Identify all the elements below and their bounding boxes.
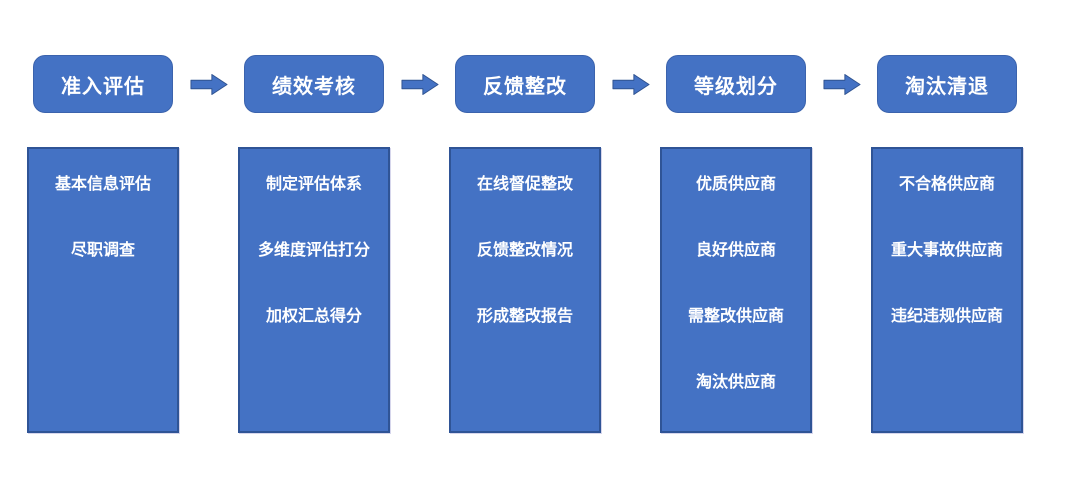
stage-title: 淘汰清退 — [905, 75, 989, 98]
stage-title: 反馈整改 — [483, 75, 567, 98]
stage-item: 基本信息评估 — [54, 176, 151, 193]
stage-item: 多维度评估打分 — [257, 242, 370, 259]
stage-item: 形成整改报告 — [476, 308, 573, 325]
stage-item: 良好供应商 — [695, 242, 776, 259]
stage-item: 优质供应商 — [695, 176, 776, 193]
stage-title: 等级划分 — [694, 75, 778, 98]
right-block-arrow-icon — [400, 73, 439, 95]
stage-item: 在线督促整改 — [476, 176, 573, 193]
flow-arrow-cell — [179, 55, 238, 113]
stage-item: 违纪违规供应商 — [890, 308, 1003, 325]
stage-title-box[interactable]: 绩效考核 — [244, 55, 384, 113]
stage-detail-box: 基本信息评估尽职调查 — [27, 147, 179, 433]
stage-item: 重大事故供应商 — [890, 242, 1003, 259]
flow-arrow-cell — [601, 55, 660, 113]
stage-item: 制定评估体系 — [265, 176, 362, 193]
right-block-arrow-icon — [189, 73, 228, 95]
flow-stage: 等级划分 优质供应商良好供应商需整改供应商淘汰供应商 — [660, 55, 812, 433]
flow-arrow-cell — [390, 55, 449, 113]
stage-title-box[interactable]: 等级划分 — [666, 55, 806, 113]
stage-title: 绩效考核 — [272, 75, 356, 98]
stage-item: 尽职调查 — [70, 242, 135, 259]
right-block-arrow-icon — [611, 73, 650, 95]
stage-detail-box: 优质供应商良好供应商需整改供应商淘汰供应商 — [660, 147, 812, 433]
stage-title: 准入评估 — [61, 75, 145, 98]
stage-item: 反馈整改情况 — [476, 242, 573, 259]
flow-stage: 淘汰清退 不合格供应商重大事故供应商违纪违规供应商 — [871, 55, 1023, 433]
stage-item: 不合格供应商 — [898, 176, 995, 193]
flow-stage: 反馈整改 在线督促整改反馈整改情况形成整改报告 — [449, 55, 601, 433]
stage-title-box[interactable]: 淘汰清退 — [877, 55, 1017, 113]
flow-arrow-cell — [812, 55, 871, 113]
stage-item: 需整改供应商 — [687, 308, 784, 325]
stage-detail-box: 制定评估体系多维度评估打分加权汇总得分 — [238, 147, 390, 433]
stage-item: 淘汰供应商 — [695, 374, 776, 391]
stage-detail-box: 在线督促整改反馈整改情况形成整改报告 — [449, 147, 601, 433]
supplier-lifecycle-flowchart: 准入评估 基本信息评估尽职调查 绩效考核 制定评估体系多维度评估打分加权汇总得分… — [27, 55, 1023, 433]
stage-item: 加权汇总得分 — [265, 308, 362, 325]
right-block-arrow-icon — [822, 73, 861, 95]
stage-title-box[interactable]: 反馈整改 — [455, 55, 595, 113]
flow-stage: 准入评估 基本信息评估尽职调查 — [27, 55, 179, 433]
flow-stage: 绩效考核 制定评估体系多维度评估打分加权汇总得分 — [238, 55, 390, 433]
stage-detail-box: 不合格供应商重大事故供应商违纪违规供应商 — [871, 147, 1023, 433]
stage-title-box[interactable]: 准入评估 — [33, 55, 173, 113]
